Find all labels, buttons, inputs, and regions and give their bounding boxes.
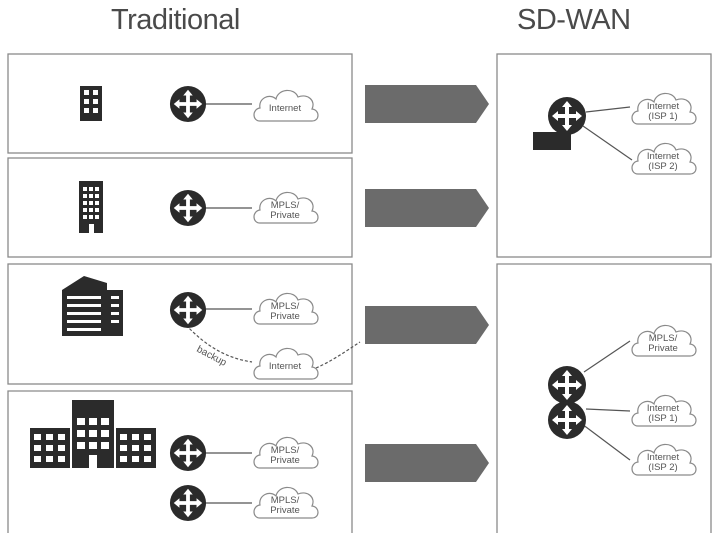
cloud-icon: Internet(ISP 2): [631, 142, 697, 175]
transition-arrow-4: [365, 444, 489, 482]
corporate-building-icon: [62, 276, 123, 336]
link-line: [585, 408, 631, 412]
cloud-label: Internet(ISP 1): [647, 101, 680, 122]
cloud-label: MPLS/Private: [270, 301, 300, 322]
sdwan-router-icon: [548, 401, 586, 439]
traditional-row-1-panel: [7, 53, 353, 154]
router-icon: [169, 291, 207, 329]
sdwan-router-icon: [548, 97, 586, 135]
cloud-label: Internet: [269, 361, 302, 372]
sdwan-edge-appliance: [533, 132, 571, 150]
cloud-icon: Internet(ISP 1): [631, 92, 697, 125]
campus-buildings-icon: [30, 400, 156, 468]
router-icon: [169, 434, 207, 472]
cloud-icon: Internet: [253, 89, 319, 122]
cloud-label: MPLS/Private: [648, 333, 678, 354]
link-line: [583, 340, 631, 373]
router-icon: [169, 484, 207, 522]
backup-link-line: [185, 324, 253, 363]
link-line: [582, 125, 633, 161]
router-icon: [169, 189, 207, 227]
cloud-icon: MPLS/Private: [253, 436, 319, 469]
transition-arrow-1: [365, 85, 489, 123]
cloud-label: Internet: [269, 103, 302, 114]
cloud-icon: MPLS/Private: [253, 191, 319, 224]
link-line: [585, 106, 631, 113]
cloud-label: MPLS/Private: [270, 445, 300, 466]
transition-arrow-2: [365, 189, 489, 227]
sdwan-panel-2: [496, 263, 712, 533]
sdwan-heading: SD-WAN: [517, 4, 631, 36]
cloud-icon: MPLS/Private: [253, 486, 319, 519]
cloud-label: MPLS/Private: [270, 200, 300, 221]
cloud-label: Internet(ISP 2): [647, 452, 680, 473]
traditional-heading: Traditional: [111, 4, 240, 36]
router-icon: [169, 85, 207, 123]
link-line: [581, 423, 631, 461]
cloud-icon: Internet(ISP 1): [631, 394, 697, 427]
traditional-row-4-panel: [7, 390, 353, 533]
cloud-icon: Internet: [253, 347, 319, 380]
cloud-label: MPLS/Private: [270, 495, 300, 516]
small-office-building-icon: [80, 86, 102, 121]
sdwan-panel-1: [496, 53, 712, 258]
cloud-label: Internet(ISP 2): [647, 151, 680, 172]
cloud-label: Internet(ISP 1): [647, 403, 680, 424]
backup-label: backup: [195, 344, 229, 369]
cloud-icon: MPLS/Private: [253, 292, 319, 325]
backup-link-extension: [315, 341, 361, 369]
cloud-icon: MPLS/Private: [631, 324, 697, 357]
cloud-icon: Internet(ISP 2): [631, 443, 697, 476]
traditional-row-2-panel: [7, 157, 353, 258]
office-tower-icon: [79, 181, 103, 233]
sdwan-router-icon: [548, 366, 586, 404]
traditional-row-3-panel: [7, 263, 353, 385]
transition-arrow-3: [365, 306, 489, 344]
